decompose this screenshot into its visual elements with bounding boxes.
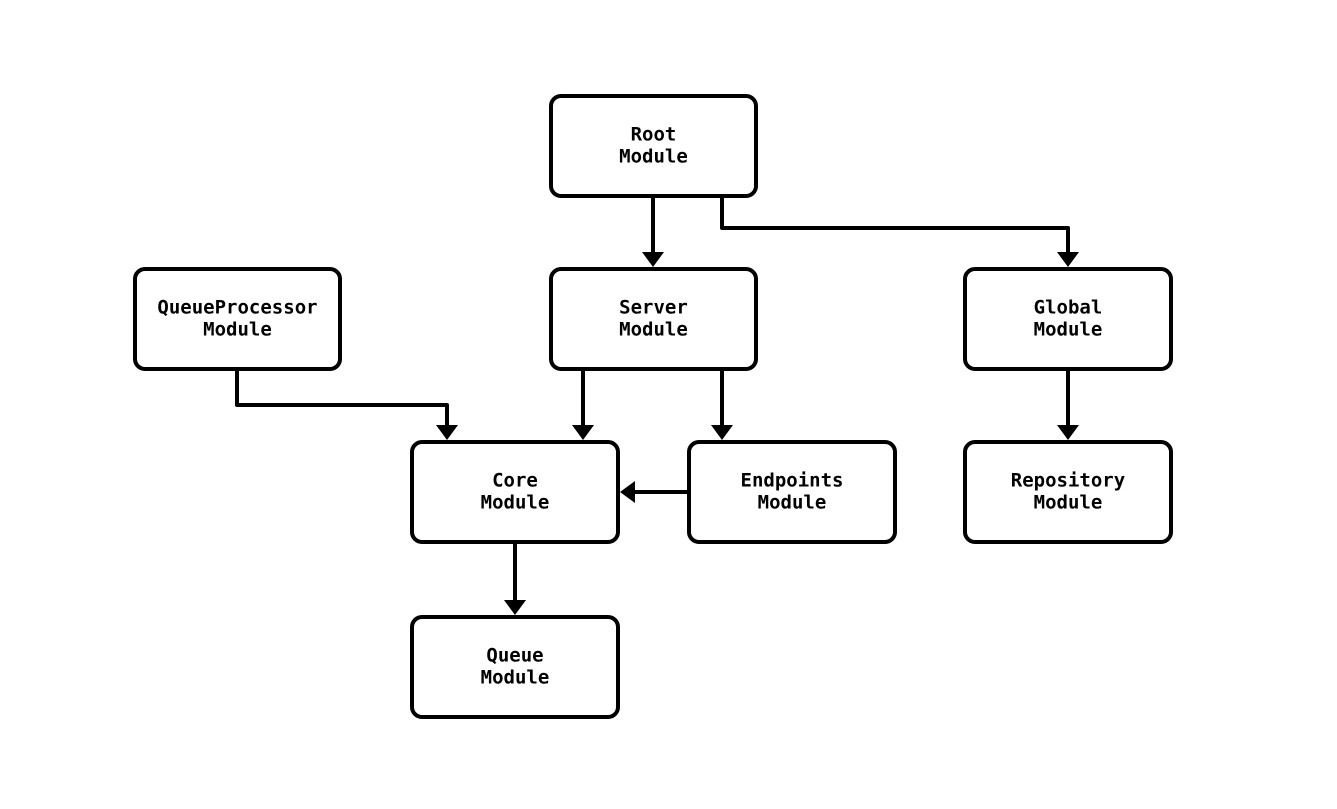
global-module-node-box[interactable] xyxy=(963,267,1173,371)
edge-server-to-endpoints-arrowhead-icon xyxy=(711,425,733,440)
server-module-node-label-line2: Module xyxy=(619,319,688,341)
endpoints-module-node-label-line2: Module xyxy=(758,492,827,514)
edge-root-to-server-arrowhead-icon xyxy=(642,252,664,267)
core-module-node-label-line2: Module xyxy=(481,492,550,514)
edge-global-to-repository xyxy=(1057,371,1079,440)
core-module-node-box[interactable] xyxy=(410,440,620,544)
queueprocessor-module-node-box[interactable] xyxy=(133,267,342,371)
server-module-node-label-line1: Server xyxy=(619,297,688,319)
global-module-node-label-line2: Module xyxy=(1034,319,1103,341)
root-module-node-label-line1: Root xyxy=(631,124,677,146)
edge-queueprocessor-to-core xyxy=(235,371,458,440)
root-module-node-box[interactable] xyxy=(549,94,758,198)
endpoints-module-node-label-line1: Endpoints xyxy=(741,470,844,492)
endpoints-module-node-box[interactable] xyxy=(687,440,897,544)
edge-root-to-global-line xyxy=(720,198,1070,252)
repository-module-node-box[interactable] xyxy=(963,440,1173,544)
repository-module-node-label-line1: Repository xyxy=(1011,470,1125,492)
edge-root-to-server xyxy=(642,198,664,267)
edge-global-to-repository-arrowhead-icon xyxy=(1057,425,1079,440)
queue-module-node-label-line2: Module xyxy=(481,667,550,689)
edge-queueprocessor-to-core-arrowhead-icon xyxy=(436,425,458,440)
queueprocessor-module-node-label-line2: Module xyxy=(203,319,272,341)
edge-server-to-endpoints xyxy=(711,371,733,440)
edge-root-to-global xyxy=(720,198,1079,267)
edges-layer xyxy=(235,198,1079,615)
edge-endpoints-to-core-arrowhead-icon xyxy=(620,481,635,503)
core-module-node-label-line1: Core xyxy=(492,470,538,492)
edge-core-to-queue-arrowhead-icon xyxy=(504,600,526,615)
edge-server-to-core xyxy=(572,371,594,440)
global-module-node-label-line1: Global xyxy=(1034,297,1103,319)
queue-module-node-box[interactable] xyxy=(410,615,620,719)
edge-server-to-core-arrowhead-icon xyxy=(572,425,594,440)
nodes-layer: RootModuleQueueProcessorModuleServerModu… xyxy=(133,94,1173,719)
server-module-node-box[interactable] xyxy=(549,267,758,371)
edge-root-to-global-arrowhead-icon xyxy=(1057,252,1079,267)
queueprocessor-module-node-label-line1: QueueProcessor xyxy=(157,297,317,319)
edge-queueprocessor-to-core-line xyxy=(235,371,449,425)
queue-module-node-label-line1: Queue xyxy=(486,645,543,667)
root-module-node-label-line2: Module xyxy=(619,146,688,168)
repository-module-node-label-line2: Module xyxy=(1034,492,1103,514)
edge-endpoints-to-core xyxy=(620,481,687,503)
edge-core-to-queue xyxy=(504,544,526,615)
